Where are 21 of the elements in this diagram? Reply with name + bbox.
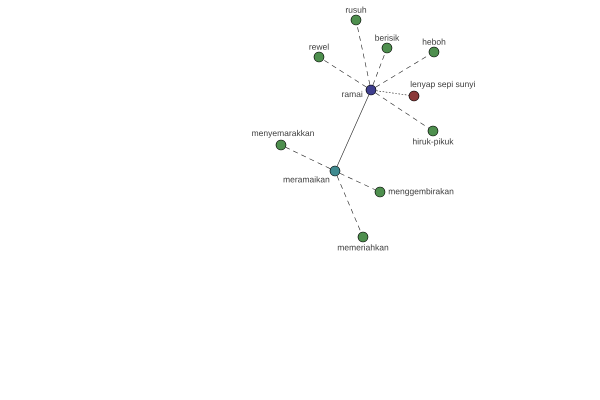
connector-line — [285, 147, 331, 169]
node-label: lenyap sepi sunyi — [410, 80, 475, 89]
node-label: ramai — [342, 90, 362, 98]
node-label: menggembirakan — [388, 188, 454, 196]
node-label: meramaikan — [284, 176, 330, 182]
node-label: berisik — [375, 34, 400, 41]
node-label: memeriahkan — [338, 244, 388, 250]
connector-line — [340, 172, 376, 190]
connector-line — [356, 24, 370, 86]
node-label: hiruk-pikuk — [413, 138, 454, 146]
node-label: menyemarakkan — [252, 130, 314, 138]
node-label: heboh — [422, 38, 446, 45]
node-label: rusuh — [346, 6, 366, 13]
connector-line — [336, 176, 362, 232]
connector-line — [376, 90, 410, 96]
connector-line — [372, 52, 386, 86]
connector-line — [375, 54, 430, 88]
connector-line — [323, 60, 367, 88]
connector-line — [375, 92, 429, 128]
node-label: rewel — [309, 44, 329, 50]
connector-line — [336, 94, 370, 166]
